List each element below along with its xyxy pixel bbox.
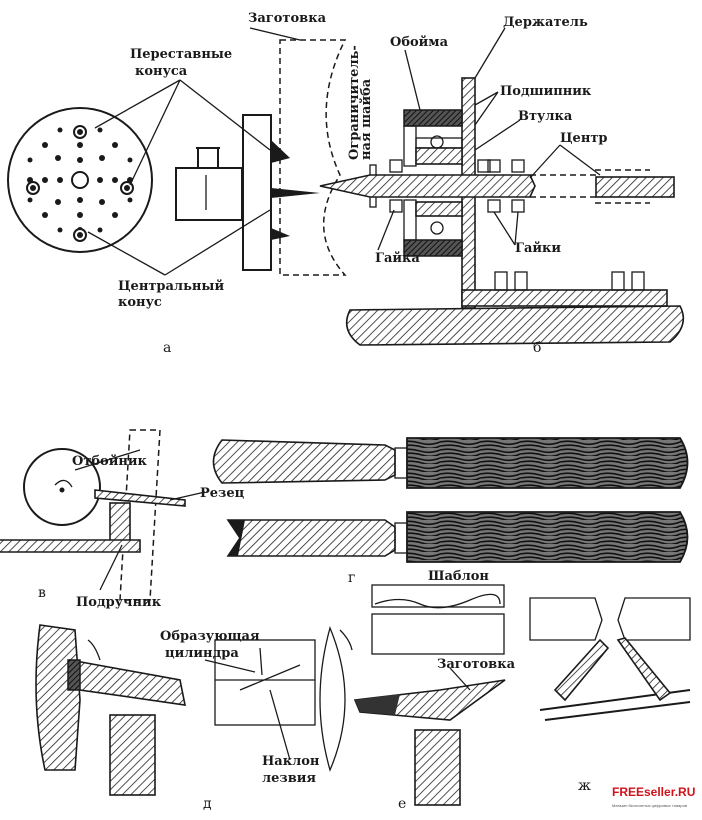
label-blade-tilt-1: Наклон — [262, 754, 320, 769]
rotating-workpiece — [23, 448, 101, 526]
clamp-screw — [197, 147, 219, 169]
label-cutter: Резец — [200, 486, 245, 501]
workpiece-zh — [529, 597, 691, 641]
cutter — [94, 489, 186, 507]
label-generatrix-2: цилиндра — [165, 646, 239, 661]
panel-letter-d: д — [203, 796, 212, 812]
cones — [271, 140, 320, 240]
spindle-block — [175, 167, 243, 221]
cage-bottom — [403, 239, 463, 257]
label-central-cone-1: Центральный — [118, 279, 224, 294]
gouge-handle — [406, 437, 689, 489]
workpiece-outline — [279, 39, 347, 276]
deflector — [119, 429, 161, 601]
label-bearing: Подшипник — [500, 84, 592, 99]
label-bushing: Втулка — [518, 109, 573, 124]
label-generatrix-1: Образующая — [160, 629, 260, 644]
center-tail — [595, 176, 675, 198]
label-deflector: Отбойник — [72, 454, 148, 469]
rest-e — [414, 729, 461, 806]
template — [371, 584, 505, 608]
movable-cone-marks — [26, 125, 134, 242]
label-workpiece-e: Заготовка — [437, 657, 516, 672]
workpiece-e — [319, 626, 346, 772]
bearing-ball-bottom — [430, 221, 444, 235]
watermark-brand: FREEseller.RU — [612, 785, 695, 799]
panel-letter-e: е — [398, 796, 406, 812]
panel-a-faceplate: Заготовка Переставные конуса Центральный… — [7, 11, 347, 356]
faceplate-disc — [7, 107, 153, 253]
panel-d-cutting: Образующая цилиндра Наклон лезвия д — [35, 624, 320, 812]
label-center: Центр — [560, 131, 608, 146]
label-workpiece: Заготовка — [248, 11, 327, 26]
template-workpiece — [371, 613, 505, 655]
panel-letter-b: б — [533, 340, 541, 356]
tool-rest — [109, 502, 131, 546]
faceplate-holes — [27, 127, 133, 233]
gouge-blade — [212, 439, 396, 484]
panel-b-center-assembly: Держатель Обойма Подшипник Втулка Центр … — [319, 15, 685, 356]
skew-chisel-handle — [406, 511, 689, 563]
panel-letter-zh: ж — [578, 778, 591, 794]
bed-v — [0, 539, 141, 553]
label-nuts: Гайки — [515, 241, 561, 256]
label-central-cone-2: конус — [118, 295, 162, 310]
workpiece-d — [35, 624, 81, 771]
lathe-bed — [345, 305, 685, 346]
faceplate-side — [242, 114, 272, 271]
label-holder: Держатель — [503, 15, 588, 30]
panel-letter-g: г — [348, 570, 355, 586]
panel-v-deflector: Отбойник Резец Подручник в — [0, 429, 245, 610]
panel-letter-a: а — [163, 340, 171, 356]
panel-zh-parting: ж — [529, 597, 691, 794]
cage-top — [403, 109, 463, 127]
rest-d — [109, 714, 156, 796]
label-cage: Обойма — [390, 35, 449, 50]
label-limit-washer-2: ная шайба — [359, 78, 374, 160]
skew-chisel-blade — [226, 519, 396, 557]
label-template: Шаблон — [428, 569, 489, 584]
label-limit-washer-1: Ограничитель- — [347, 45, 362, 160]
panel-letter-v: в — [38, 585, 46, 601]
label-blade-tilt-2: лезвия — [262, 771, 316, 786]
panel-g-chisels: г — [212, 437, 689, 586]
chisel-zh-left — [553, 638, 610, 702]
generatrix-view — [214, 639, 316, 726]
label-nut: Гайка — [375, 251, 420, 266]
watermark-logo: FREEseller.RU Магазин бесплатных цифровы… — [612, 785, 695, 808]
watermark-tagline: Магазин бесплатных цифровых товаров — [612, 803, 687, 808]
label-movable-cones-1: Переставные — [130, 47, 232, 62]
center-shaft — [319, 174, 536, 198]
chisel-d — [68, 658, 187, 706]
label-tool-rest: Подручник — [76, 595, 162, 610]
base-plate — [461, 289, 668, 307]
chisel-zh-right — [616, 637, 672, 702]
panel-e-template: Шаблон Заготовка е — [319, 569, 516, 812]
label-movable-cones-2: конуса — [135, 64, 188, 79]
